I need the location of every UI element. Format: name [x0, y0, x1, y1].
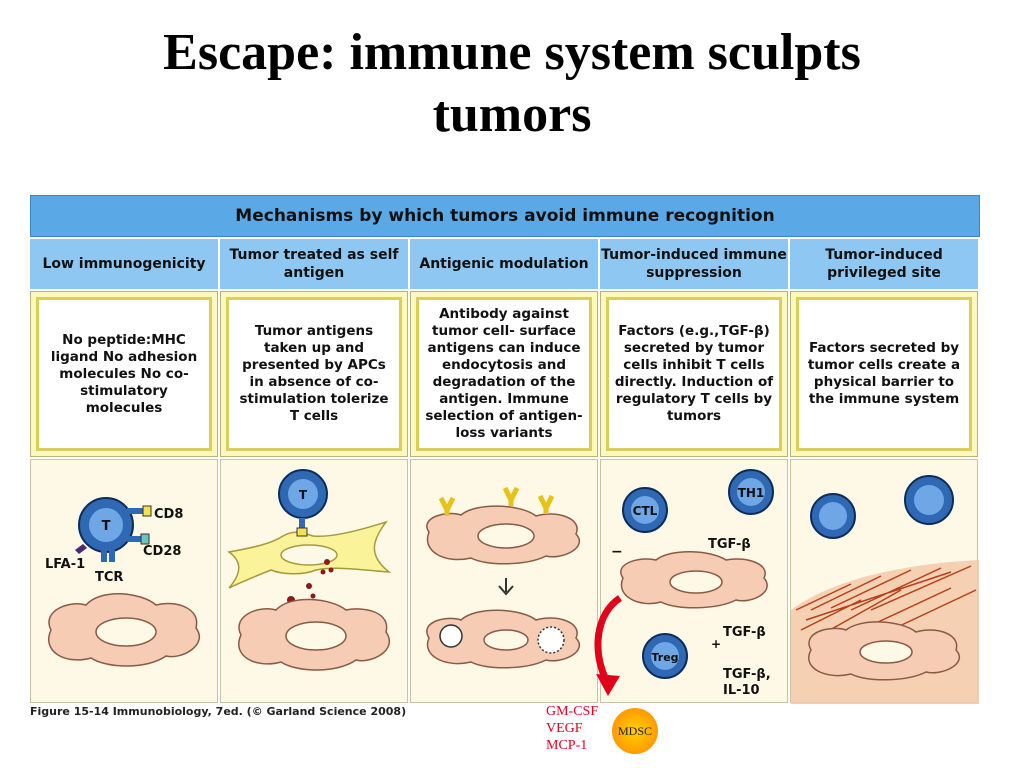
th1-cell: TH1 — [728, 469, 774, 515]
induction-sign: + — [711, 637, 721, 651]
tgf-beta-label-2: TGF-β — [723, 625, 766, 640]
column-heading: Tumor treated as self antigen — [220, 239, 408, 289]
il10-label: IL-10 — [723, 683, 760, 698]
t-cell-right — [904, 475, 954, 525]
column-heading: Tumor-induced immune suppression — [600, 239, 788, 289]
column-description: No peptide:MHC ligand No adhesion molecu… — [36, 297, 212, 451]
red-arrow-icon — [594, 595, 623, 696]
column-illustration: CTL TH1 TGF-β TGF-β Treg TG — [600, 459, 788, 703]
column-antigenic-modulation: Antigenic modulation Antibody against tu… — [410, 239, 598, 703]
title-line-1: Escape: immune system sculpts — [163, 24, 861, 81]
cd8-label: CD8 — [154, 507, 183, 522]
column-illustration — [410, 459, 598, 703]
secreted-factors-list: GM-CSF VEGF MCP-1 — [546, 703, 598, 754]
column-self-antigen: Tumor treated as self antigen Tumor anti… — [220, 239, 408, 703]
th1-label: TH1 — [738, 486, 765, 500]
ctl-label: CTL — [633, 504, 658, 518]
lfa1-label: LFA-1 — [45, 557, 85, 572]
t-cell: T — [75, 497, 152, 562]
tumor-cell — [238, 598, 390, 671]
column-illustration — [790, 459, 979, 704]
antibodies — [438, 486, 555, 516]
tgf-beta-label-1: TGF-β — [708, 537, 751, 552]
factor-item: MCP-1 — [546, 738, 588, 753]
treg-label: Treg — [651, 651, 678, 664]
column-heading: Tumor-induced privileged site — [790, 239, 978, 289]
inhibition-sign: − — [611, 544, 623, 560]
column-description: Factors secreted by tumor cells create a… — [796, 297, 972, 451]
tumor-cell-top — [426, 505, 580, 565]
column-illustration: T CD8 CD28 LFA-1 TCR — [30, 459, 218, 703]
t-cell-label: T — [299, 488, 308, 502]
mdsc-badge: MDSC — [612, 708, 658, 754]
column-privileged-site: Tumor-induced privileged site Factors se… — [790, 239, 979, 704]
column-heading: Low immunogenicity — [30, 239, 218, 289]
tcr-label: TCR — [95, 570, 123, 585]
tumor-cell — [48, 593, 200, 667]
t-cell-label: T — [102, 519, 111, 534]
t-cell: T — [278, 469, 328, 537]
apc-cell — [227, 520, 392, 589]
title-line-2: tumors — [432, 86, 592, 143]
slide-title: Escape: immune system sculpts tumors — [0, 22, 1024, 146]
cd28-label: CD28 — [143, 544, 181, 559]
figure-banner: Mechanisms by which tumors avoid immune … — [30, 195, 980, 237]
column-heading: Antigenic modulation — [410, 239, 598, 289]
figure-caption: Figure 15-14 Immunobiology, 7ed. (© Garl… — [30, 705, 407, 718]
t-cell-left — [810, 493, 856, 539]
factor-item: VEGF — [546, 721, 583, 736]
tumor-cell — [808, 621, 960, 681]
column-description: Antibody against tumor cell- surface ant… — [416, 297, 592, 451]
column-low-immunogenicity: Low immunogenicity No peptide:MHC ligand… — [30, 239, 218, 703]
column-illustration: T — [220, 459, 408, 703]
treg-cell: Treg — [642, 633, 688, 679]
column-description: Tumor antigens taken up and presented by… — [226, 297, 402, 451]
column-immune-suppression: Tumor-induced immune suppression Factors… — [600, 239, 788, 703]
ctl-cell: CTL — [622, 487, 668, 533]
tumor-cell — [620, 551, 768, 609]
tgf-beta-label-3: TGF-β, — [723, 667, 771, 682]
mechanisms-figure: Mechanisms by which tumors avoid immune … — [30, 195, 980, 704]
factor-item: GM-CSF — [546, 704, 599, 719]
tumor-cell-bottom — [426, 609, 580, 669]
column-description: Factors (e.g.,TGF-β) secreted by tumor c… — [606, 297, 782, 451]
